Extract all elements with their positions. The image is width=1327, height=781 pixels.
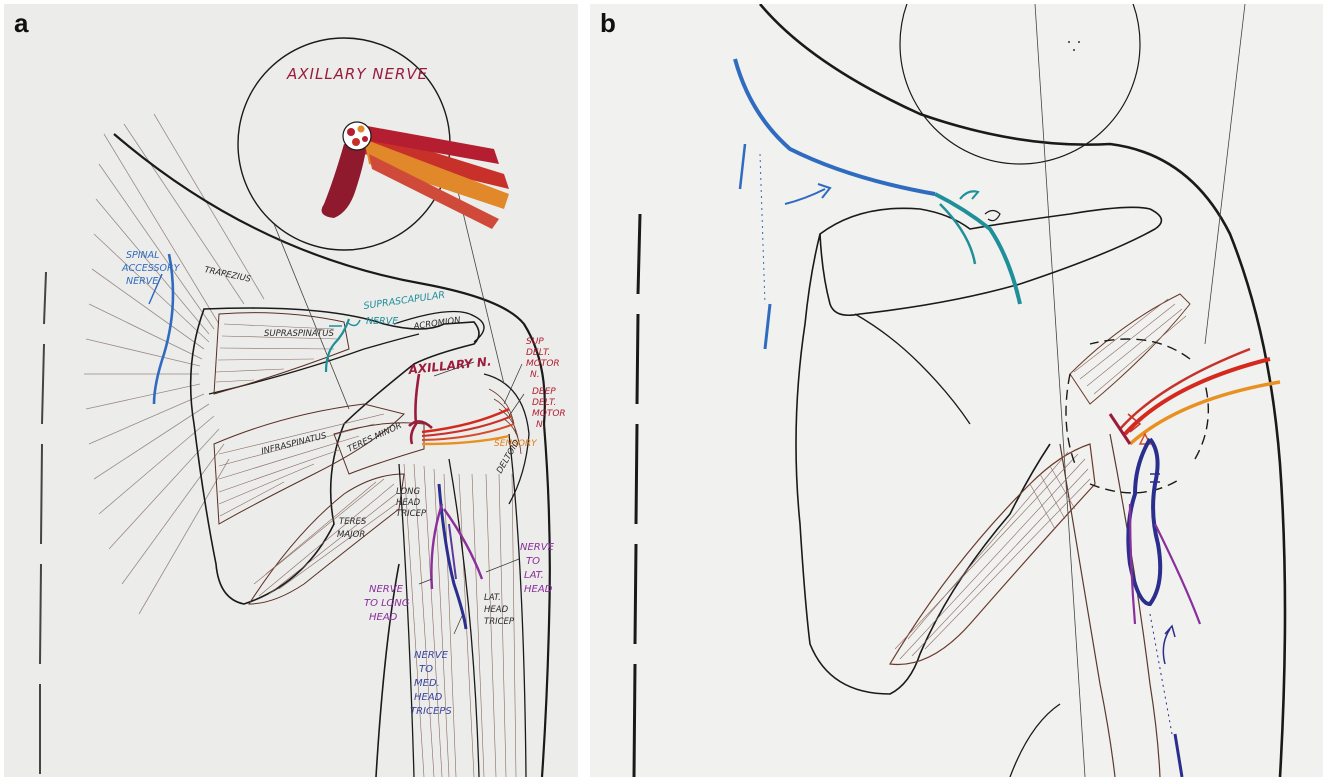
label-teres-major: TERES <box>339 517 367 527</box>
label-acromion: ACROMION <box>412 315 462 332</box>
axillary-branch-red <box>1125 359 1270 434</box>
svg-text:TO LONG: TO LONG <box>364 598 410 609</box>
sup-delt-branch <box>422 409 509 432</box>
label-spinal-accessory: SPINAL <box>126 250 159 261</box>
clavicle-outline <box>820 207 1161 315</box>
svg-text:MOTOR: MOTOR <box>532 409 566 419</box>
label-supraspinatus: SUPRASPINATUS <box>264 329 334 339</box>
svg-text:HEAD: HEAD <box>396 498 421 508</box>
svg-text:HEAD: HEAD <box>414 692 443 703</box>
trapezius-fibers <box>84 114 264 614</box>
label-nerve-to-lat-head: NERVE <box>520 542 555 553</box>
svg-text:DELT.: DELT. <box>526 348 550 358</box>
arm-outline-right <box>542 424 550 777</box>
svg-text:TO: TO <box>526 556 540 567</box>
svg-text:HEAD: HEAD <box>369 612 398 623</box>
svg-text:TRICEPS: TRICEPS <box>410 706 452 717</box>
svg-text:N.: N. <box>536 420 546 430</box>
suprascapular-nerve <box>326 319 349 372</box>
panel-a: AXILLARY NERVE TRAPEZIUS SPINAL ACCESSOR… <box>4 4 578 777</box>
inset-nerve-bundle <box>322 122 509 229</box>
label-long-head-tricep: LONG <box>396 487 421 497</box>
panel-letter-a: a <box>14 8 28 39</box>
panel-letter-b: b <box>600 8 616 39</box>
svg-text:MOTOR: MOTOR <box>526 359 560 369</box>
panel-b-drawing <box>590 4 1323 777</box>
svg-text:LAT.: LAT. <box>524 570 544 581</box>
label-trapezius: TRAPEZIUS <box>203 265 252 285</box>
panel-a-drawing: AXILLARY NERVE TRAPEZIUS SPINAL ACCESSOR… <box>4 4 578 777</box>
axillary-nerve <box>411 374 419 444</box>
nerve-to-long-head <box>431 504 442 589</box>
svg-text:HEAD: HEAD <box>484 605 509 615</box>
label-nerve-to-med-head-triceps: NERVE <box>414 650 449 661</box>
scapula-outline-b <box>796 234 1050 694</box>
svg-text:TO: TO <box>419 664 433 675</box>
svg-text:NERVE: NERVE <box>126 276 158 287</box>
radial-nerve-loop <box>1128 439 1160 604</box>
label-suprascapular-nerve: SUPRASCAPULAR <box>363 290 446 312</box>
label-lat-head-tricep: LAT. <box>484 593 501 603</box>
svg-text:MAJOR: MAJOR <box>337 530 365 540</box>
svg-text:ACCESSORY: ACCESSORY <box>121 263 181 274</box>
teres-muscle-b <box>890 444 1095 665</box>
svg-text:NERVE: NERVE <box>366 316 398 327</box>
svg-text:TRICEP: TRICEP <box>484 617 515 627</box>
panel-b: b <box>590 4 1323 777</box>
svg-text:TRICEP: TRICEP <box>396 509 427 519</box>
label-nerve-to-long-head: NERVE <box>369 584 404 595</box>
arm-outline-left <box>376 564 399 777</box>
inset-title: AXILLARY NERVE <box>286 65 428 83</box>
svg-text:N.: N. <box>530 370 540 380</box>
svg-text:DELT.: DELT. <box>532 398 556 408</box>
label-teres-minor: TERES MINOR <box>346 421 404 455</box>
label-infraspinatus: INFRASPINATUS <box>260 431 328 457</box>
label-sup-delt-motor: SUP <box>526 337 544 347</box>
svg-text:MED.: MED. <box>414 678 440 689</box>
svg-text:HEAD: HEAD <box>524 584 553 595</box>
axillary-branch-orange <box>1130 382 1280 444</box>
label-axillary-n: AXILLARY N. <box>407 354 492 377</box>
label-deep-delt-motor: DEEP <box>532 387 556 397</box>
